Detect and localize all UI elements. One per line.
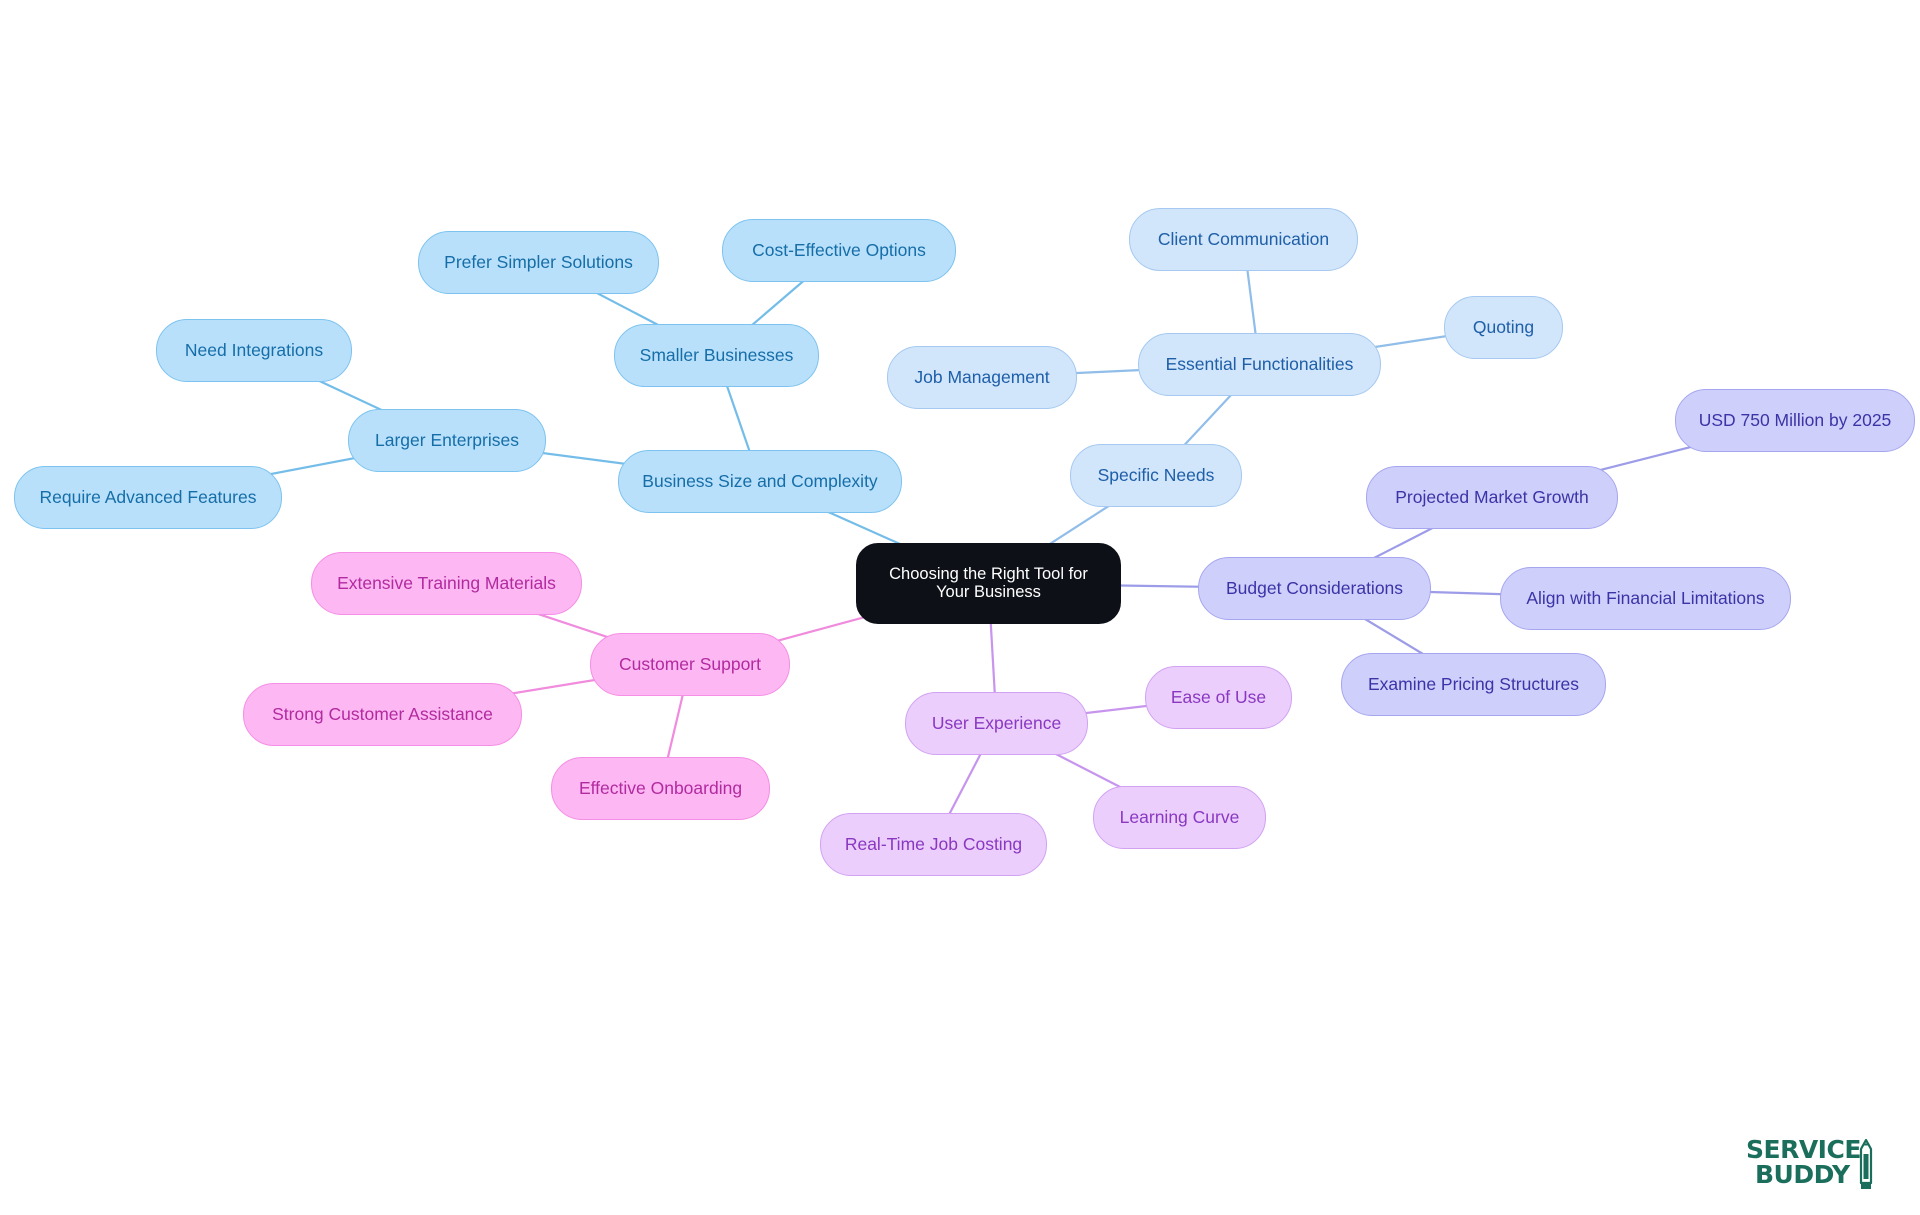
node-extensive-training-materials[interactable]: Extensive Training Materials — [311, 552, 582, 615]
node-ease-of-use[interactable]: Ease of Use — [1145, 666, 1292, 729]
node-larger-enterprises[interactable]: Larger Enterprises — [348, 409, 546, 472]
node-label: Client Communication — [1157, 229, 1330, 250]
node-label: Strong Customer Assistance — [272, 704, 493, 725]
node-learning-curve[interactable]: Learning Curve — [1093, 786, 1266, 849]
node-label: USD 750 Million by 2025 — [1698, 410, 1892, 431]
node-effective-onboarding[interactable]: Effective Onboarding — [551, 757, 770, 820]
node-label: Align with Financial Limitations — [1526, 588, 1765, 609]
node-label: Projected Market Growth — [1395, 487, 1589, 508]
node-align-with-financial-limitations[interactable]: Align with Financial Limitations — [1500, 567, 1791, 630]
node-examine-pricing-structures[interactable]: Examine Pricing Structures — [1341, 653, 1606, 716]
node-label: Prefer Simpler Solutions — [444, 252, 633, 273]
node-specific-needs[interactable]: Specific Needs — [1070, 444, 1242, 507]
node-business-size-and-complexity[interactable]: Business Size and Complexity — [618, 450, 902, 513]
node-user-experience[interactable]: User Experience — [905, 692, 1088, 755]
node-smaller-businesses[interactable]: Smaller Businesses — [614, 324, 819, 387]
logo-line-1: SERVICE — [1746, 1135, 1861, 1164]
node-require-advanced-features[interactable]: Require Advanced Features — [14, 466, 282, 529]
node-label: Larger Enterprises — [375, 430, 519, 451]
node-label: Need Integrations — [184, 340, 324, 361]
node-job-management[interactable]: Job Management — [887, 346, 1077, 409]
node-label: Require Advanced Features — [39, 487, 257, 508]
node-prefer-simpler-solutions[interactable]: Prefer Simpler Solutions — [418, 231, 659, 294]
node-label: Job Management — [914, 367, 1050, 388]
service-buddy-logo: SERVICE BUDDY — [1746, 1137, 1876, 1193]
node-essential-functionalities[interactable]: Essential Functionalities — [1138, 333, 1381, 396]
node-label: Real-Time Job Costing — [844, 834, 1023, 855]
node-label: Ease of Use — [1170, 687, 1267, 708]
node-label: Cost-Effective Options — [752, 240, 926, 261]
node-label: Examine Pricing Structures — [1367, 674, 1580, 695]
node-label: Learning Curve — [1119, 807, 1240, 828]
node-cost-effective-options[interactable]: Cost-Effective Options — [722, 219, 956, 282]
root-node[interactable]: Choosing the Right Tool for Your Busines… — [856, 543, 1121, 624]
pencil-icon — [1859, 1139, 1873, 1189]
logo-line-2: BUDDY — [1755, 1160, 1850, 1189]
node-label: Extensive Training Materials — [337, 573, 556, 594]
node-quoting[interactable]: Quoting — [1444, 296, 1563, 359]
node-label: Budget Considerations — [1225, 578, 1404, 599]
root-node-label: Choosing the Right Tool for Your Busines… — [889, 565, 1088, 601]
logo-wordmark: SERVICE BUDDY — [1746, 1137, 1861, 1187]
node-label: User Experience — [931, 713, 1062, 734]
node-client-communication[interactable]: Client Communication — [1129, 208, 1358, 271]
node-need-integrations[interactable]: Need Integrations — [156, 319, 352, 382]
node-label: Essential Functionalities — [1165, 354, 1354, 375]
node-label: Effective Onboarding — [578, 778, 743, 799]
node-label: Specific Needs — [1097, 465, 1215, 486]
node-projected-market-growth[interactable]: Projected Market Growth — [1366, 466, 1618, 529]
node-customer-support[interactable]: Customer Support — [590, 633, 790, 696]
node-label: Business Size and Complexity — [642, 471, 878, 492]
node-real-time-job-costing[interactable]: Real-Time Job Costing — [820, 813, 1047, 876]
node-label: Smaller Businesses — [639, 345, 794, 366]
node-strong-customer-assistance[interactable]: Strong Customer Assistance — [243, 683, 522, 746]
node-label: Customer Support — [618, 654, 761, 675]
node-label: Quoting — [1472, 317, 1535, 338]
node-budget-considerations[interactable]: Budget Considerations — [1198, 557, 1431, 620]
node-usd-750-million-by-2025[interactable]: USD 750 Million by 2025 — [1675, 389, 1915, 452]
